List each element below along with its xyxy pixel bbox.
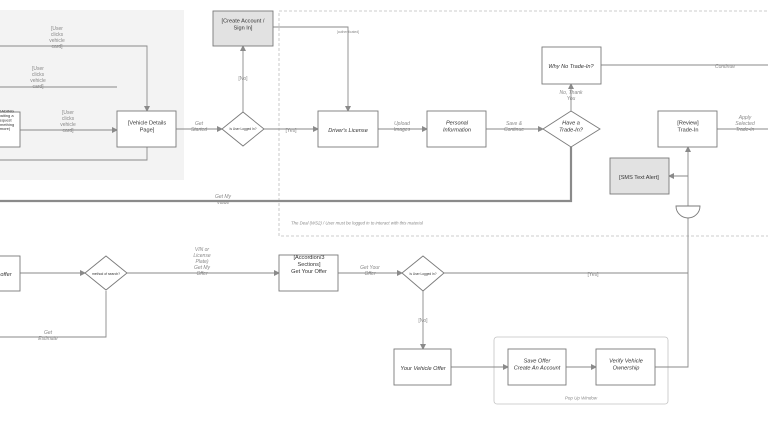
deal-region: [278, 10, 768, 237]
review-tradein-box[interactable]: [657, 110, 718, 148]
yes-bottom-label: [Yes]: [588, 272, 600, 278]
continue-label: Continue: [715, 64, 735, 70]
and-gate: [675, 205, 701, 219]
sms-alert-box[interactable]: [609, 157, 670, 195]
why-no-tradein-text: Why No Trade-In?: [548, 64, 594, 70]
create-account-box[interactable]: [212, 10, 274, 47]
accordion-box[interactable]: [278, 254, 339, 292]
drivers-license-box[interactable]: [317, 110, 379, 148]
is-logged-in-bottom-text: Is User Logged In?: [410, 272, 437, 276]
edge-top-line: [0, 45, 150, 112]
save-continue-label: Save &Continue: [504, 121, 524, 133]
your-vehicle-offer-text: Your Vehicle Offer: [400, 366, 446, 372]
popup-window-label: Pop Up Window: [565, 396, 598, 401]
is-logged-in-bottom-diamond[interactable]: [401, 255, 445, 292]
drivers-license-text: Driver's License: [328, 128, 368, 134]
edge-get-my-value: [0, 147, 573, 203]
yes-top-label: [Yes]: [286, 128, 298, 134]
loading-box[interactable]: [0, 111, 21, 148]
have-tradein-diamond[interactable]: [542, 110, 601, 148]
sms-alert-text: [SMS Text Alert]: [619, 175, 659, 181]
why-no-tradein-box[interactable]: [541, 46, 602, 85]
save-offer-box[interactable]: [507, 348, 567, 386]
edge-authenticated: [273, 26, 351, 112]
loading-text: LOADING(waiting arequestsomethingmore): [0, 109, 14, 132]
offer-partial-box[interactable]: [0, 255, 21, 292]
left-region: [0, 10, 184, 180]
method-of-search-diamond[interactable]: [84, 255, 128, 291]
popup-region: [493, 336, 669, 405]
review-tradein-text: [Review]Trade-In: [677, 120, 699, 133]
no-bottom-label: [No]: [418, 318, 428, 324]
method-of-search-text: method of search?: [92, 272, 120, 276]
vehicle-details-box[interactable]: [116, 110, 177, 148]
your-vehicle-offer-box[interactable]: [393, 348, 452, 386]
is-logged-in-top-text: Is User Logged In?: [230, 127, 257, 131]
edge-bottom-left: [0, 147, 148, 161]
verify-vehicle-box[interactable]: [595, 348, 656, 386]
authenticated-label: [authenticated]: [337, 30, 359, 34]
no-top-label: [No]: [238, 76, 248, 82]
edge-get-estimate: [0, 291, 107, 338]
create-account-text: [Create Account /Sign In]: [222, 18, 265, 31]
edge-verify-out: [655, 273, 689, 368]
offer-partial-text: offer: [0, 272, 12, 278]
deal-note-label: The Deal (WS2) / User must be logged in …: [291, 221, 424, 226]
personal-info-box[interactable]: [426, 110, 487, 148]
is-logged-in-top-diamond[interactable]: [221, 111, 265, 147]
